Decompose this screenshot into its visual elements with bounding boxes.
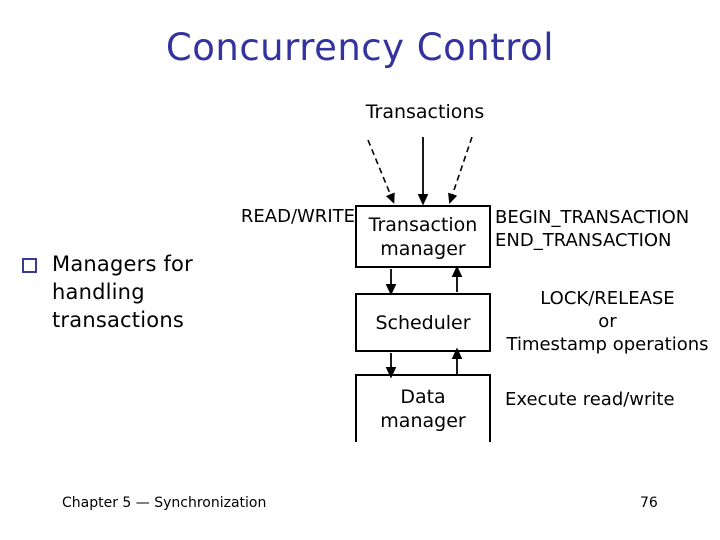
footer-chapter-label: Chapter 5 — Synchronization: [62, 495, 267, 511]
diagram-label-begin-end-transaction: BEGIN_TRANSACTION END_TRANSACTION: [495, 207, 690, 251]
diagram-arrows: [367, 136, 473, 379]
concurrency-control-diagram: Transactions READ/WRITE BEGIN_TRANSACTIO…: [240, 101, 709, 442]
diagram-box-scheduler: Scheduler: [355, 293, 491, 352]
diagram-box-data-manager: Data manager: [355, 374, 491, 442]
diagram-box-transaction-manager: Transaction manager: [355, 205, 491, 268]
diagram-label-transactions: Transactions: [365, 101, 485, 123]
diagram-label-lock-release: LOCK/RELEASE or Timestamp operations: [506, 288, 709, 355]
arrow-transactions-left: [367, 139, 395, 204]
bullet-item-label: Managers for handling transactions: [52, 252, 193, 332]
bullet-list-item: Managers for handling transactions: [22, 250, 237, 334]
diagram-label-read-write: READ/WRITE: [240, 206, 355, 227]
diagram-label-execute-read-write: Execute read/write: [505, 389, 675, 410]
page-title: Concurrency Control: [165, 26, 555, 69]
footer-page-number: 76: [640, 495, 658, 511]
arrow-transactions-right: [448, 136, 473, 205]
square-outline-bullet-icon: [22, 258, 37, 273]
